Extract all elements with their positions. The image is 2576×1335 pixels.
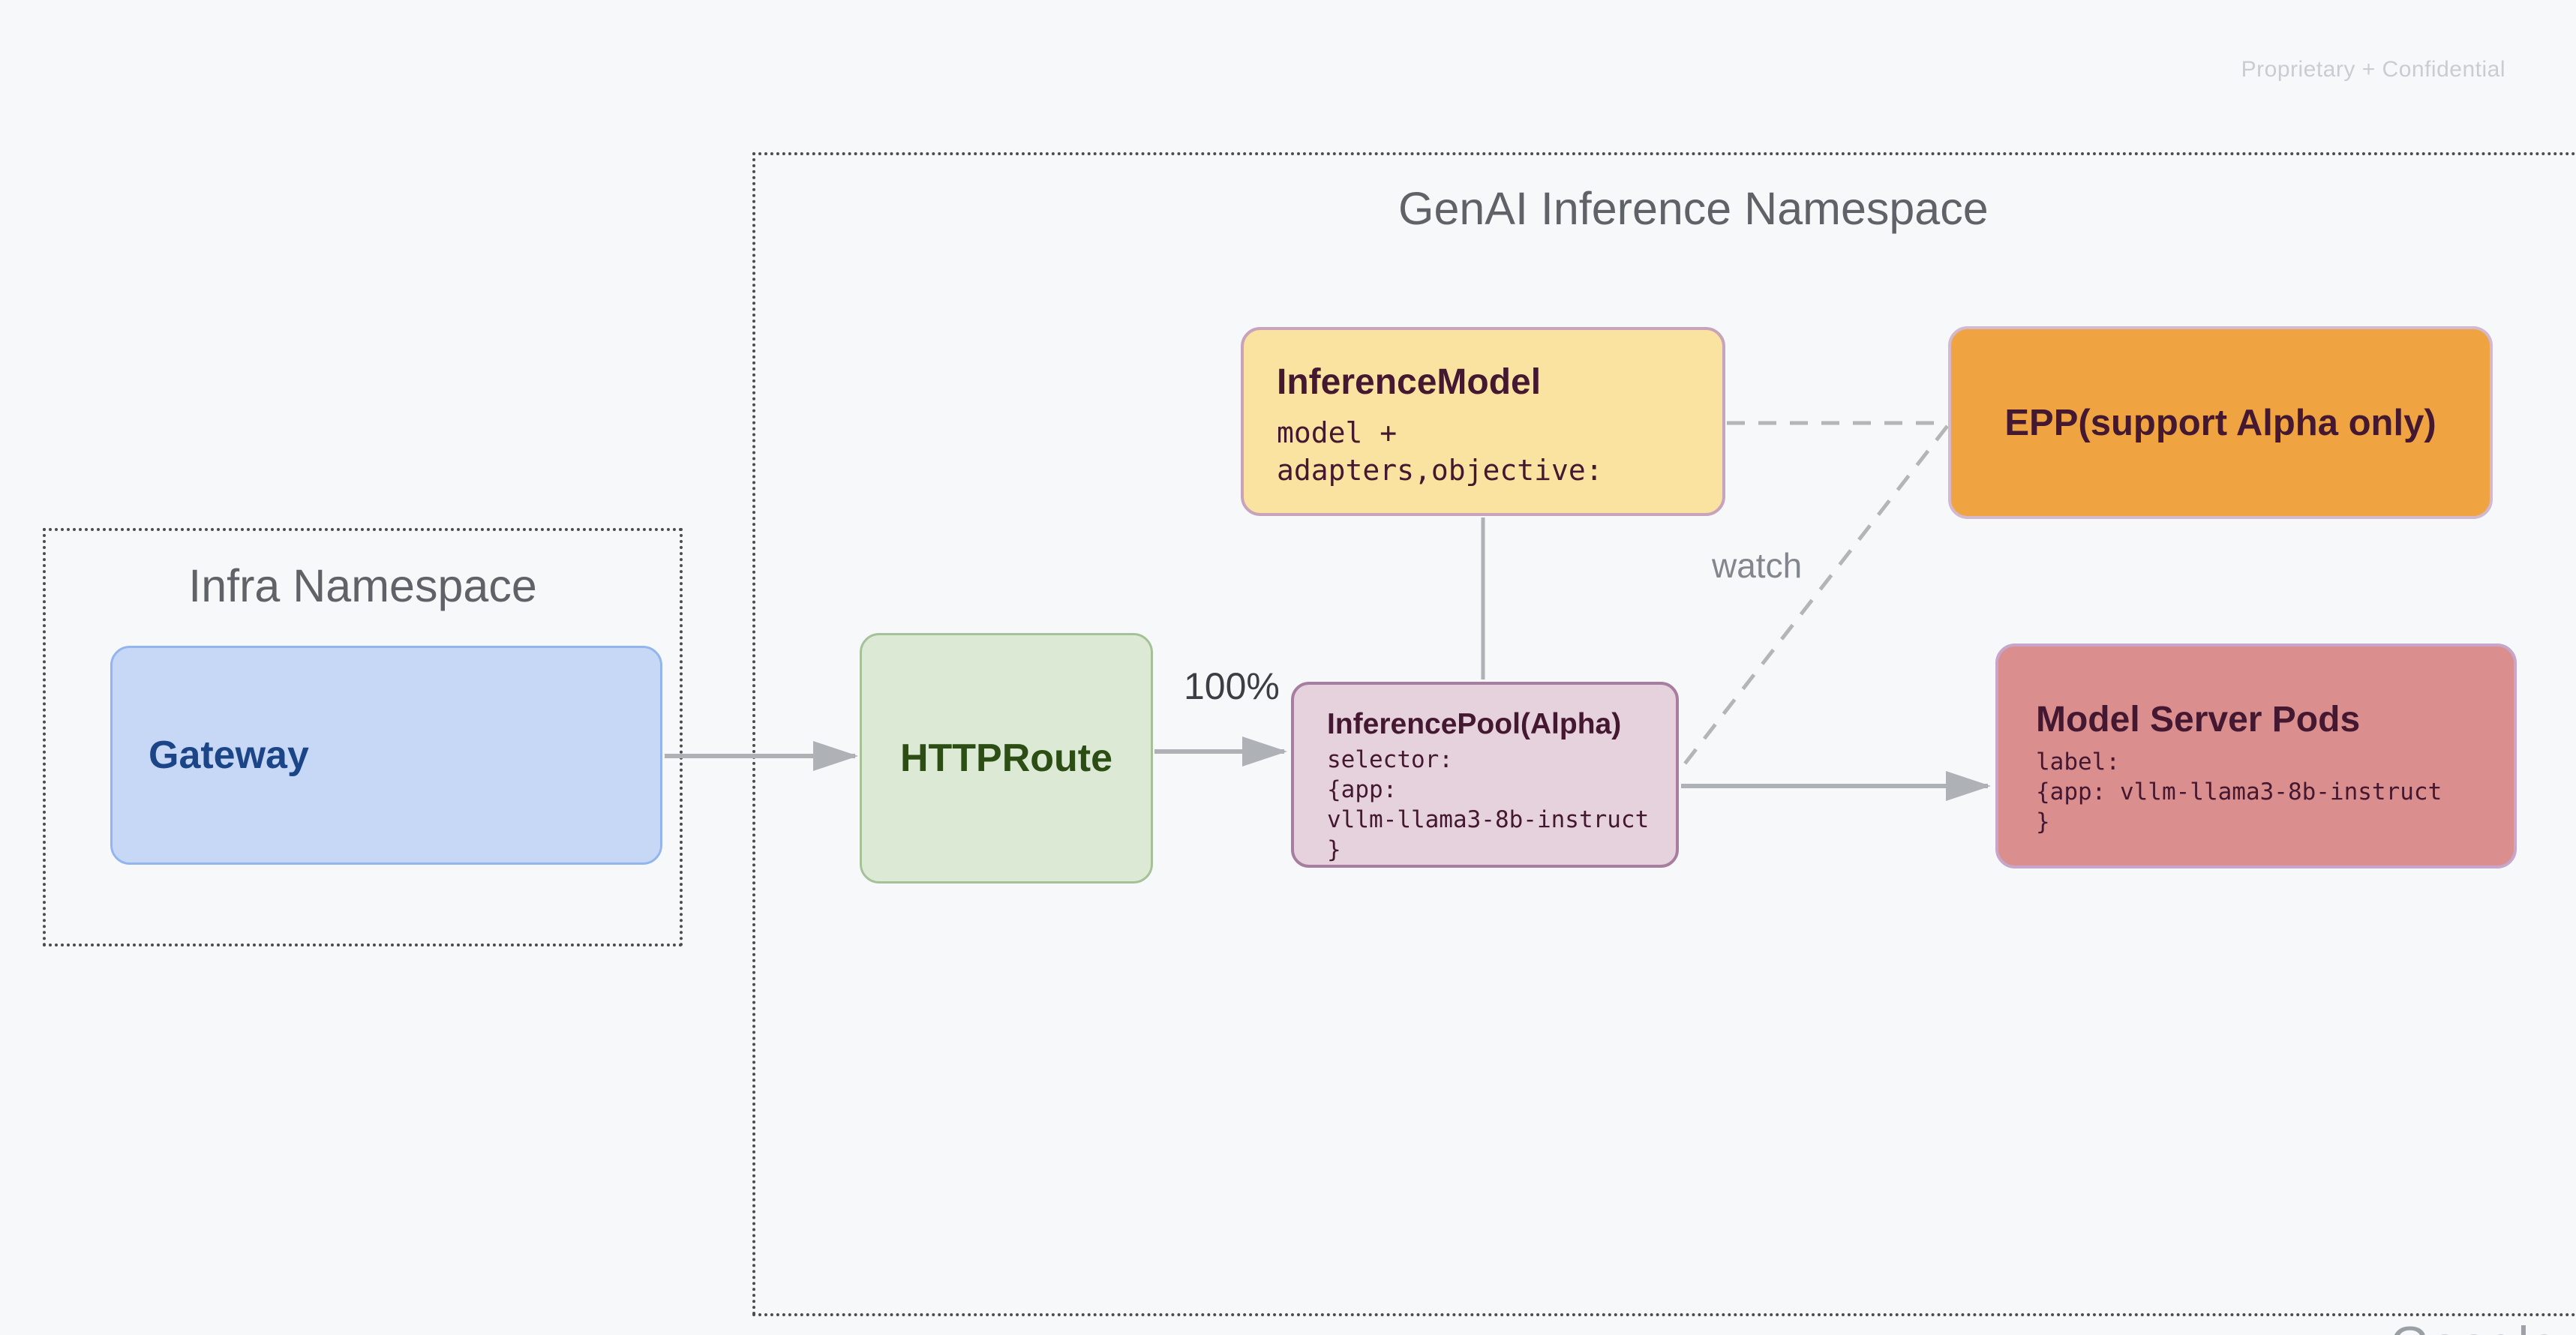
genai-namespace-title: GenAI Inference Namespace [1398, 183, 1989, 234]
inference-pool-body-line: {app: [1327, 776, 1398, 803]
inference-pool-body-line: selector: [1327, 746, 1453, 773]
inference-model-body-line: adapters,objective: [1277, 454, 1603, 487]
genai-namespace-box [752, 152, 2576, 1316]
infra-namespace-box [43, 528, 683, 946]
node-inference-model: InferenceModel model + adapters,objectiv… [1241, 327, 1725, 516]
inference-model-body-line: model + [1277, 416, 1398, 449]
node-epp: EPP(support Alpha only) [1948, 326, 2493, 519]
google-logo: Google [2390, 1316, 2559, 1335]
node-model-server-pods: Model Server Pods label: {app: vllm-llam… [1995, 644, 2517, 868]
inference-model-title: InferenceModel [1277, 362, 1542, 402]
model-server-pods-title: Model Server Pods [2036, 700, 2361, 740]
inference-pool-title: InferencePool(Alpha) [1327, 708, 1622, 740]
inference-pool-body-line: } [1327, 836, 1341, 863]
httproute-label: HTTPRoute [899, 736, 1113, 780]
epp-label: EPP(support Alpha only) [2004, 402, 2436, 443]
edge-label-100-percent: 100% [1184, 665, 1280, 707]
inference-pool-body-line: vllm-llama3-8b-instruct [1327, 806, 1650, 833]
model-server-pods-body-line: {app: vllm-llama3-8b-instruct [2036, 778, 2442, 806]
model-server-pods-body-line: label: [2036, 748, 2120, 776]
node-httproute: HTTPRoute [860, 633, 1153, 884]
node-inference-pool: InferencePool(Alpha) selector: {app: vll… [1291, 682, 1679, 868]
gateway-label: Gateway [149, 734, 309, 777]
edge-label-watch: watch [1712, 546, 1803, 585]
node-gateway: Gateway [110, 646, 662, 865]
model-server-pods-body-line: } [2036, 808, 2050, 836]
watermark-text: Proprietary + Confidential [2241, 57, 2505, 82]
infra-namespace-title: Infra Namespace [188, 560, 537, 611]
